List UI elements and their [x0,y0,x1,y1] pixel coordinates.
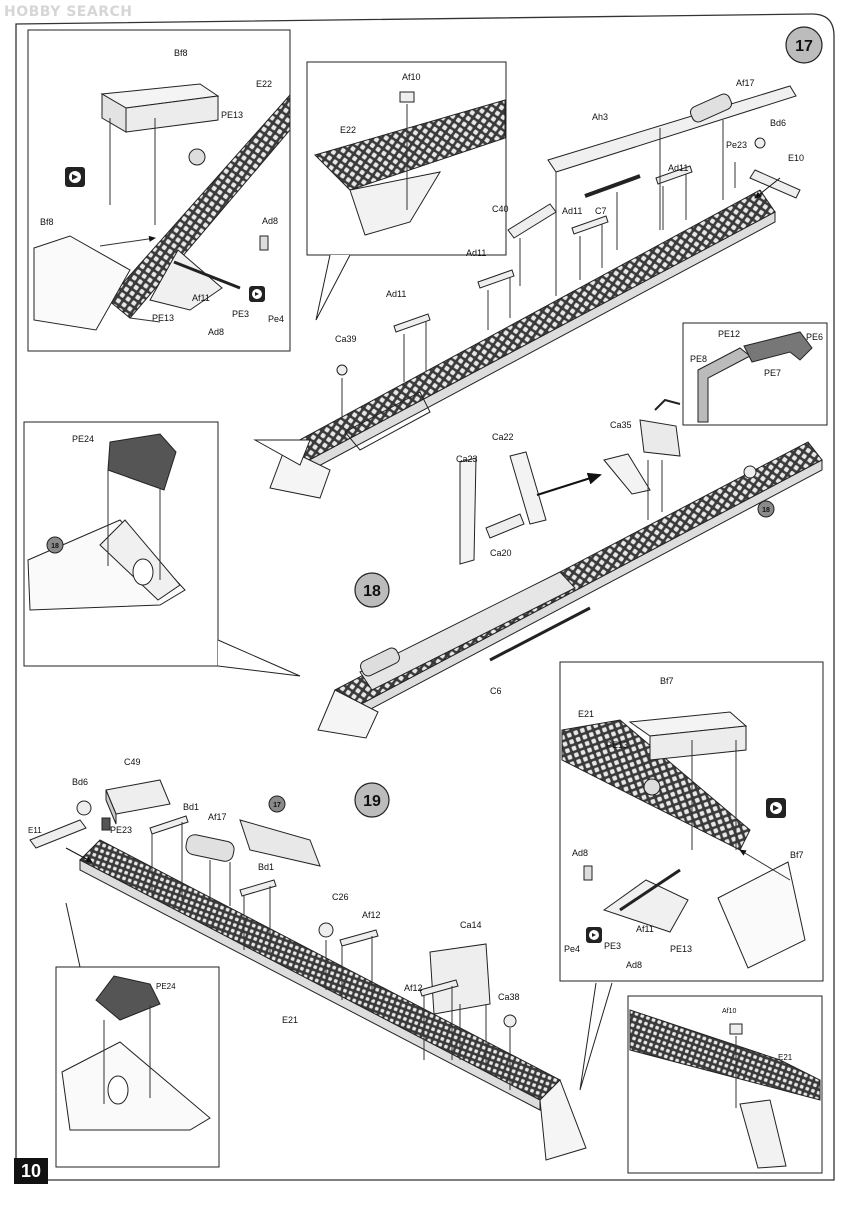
part-label: Ca35 [610,420,632,430]
part-label: Pe4 [564,944,580,954]
part-label: Ad11 [668,163,688,173]
part-label: PE13 [221,110,243,120]
ref-17-bubble [268,795,286,813]
part-label: Pe4 [268,314,284,324]
part-label: PE8 [690,354,707,364]
part-label: Ad8 [262,216,278,226]
part-label: PE13 [152,313,174,323]
part-label: PE6 [806,332,823,342]
part-label: E10 [788,153,804,163]
part-label: Ad11 [562,206,582,216]
page-frame [15,13,835,1181]
part-label: Bf8 [40,217,54,227]
inset-19-bottom-right [627,995,823,1174]
flip-over-icon [65,167,85,187]
part-label: C6 [490,686,502,696]
ref-17-text: 17 [273,802,281,809]
part-label: C40 [492,204,509,214]
step-18-badge [354,572,390,608]
part-label: PE13 [670,944,692,954]
step-19-number: 19 [363,793,381,810]
part-label: C26 [332,892,349,902]
part-label: Af17 [736,78,755,88]
part-label: Af10 [402,72,421,82]
part-label: Bf8 [174,48,188,58]
inset-17-middle [306,61,507,321]
part-label: Ad8 [208,327,224,337]
part-label: Bf7 [660,676,674,686]
ref-18-text-a: 18 [51,543,59,550]
part-label: PE7 [764,368,781,378]
part-label: C7 [595,206,607,216]
step-17-badge [785,26,823,64]
part-label: Bd1 [183,802,199,812]
part-label: PE13 [606,740,628,750]
flip-over-icon [766,798,786,818]
part-label: Bd6 [72,777,88,787]
step-17-number: 17 [795,38,813,55]
part-label: Ad8 [572,848,588,858]
part-label: Af11 [636,924,654,934]
inset-pe-parts [682,322,828,426]
part-label: PE23 [110,825,132,835]
page-number: 10 [14,1158,48,1184]
part-label: Af12 [362,910,381,920]
part-label: E21 [578,709,594,719]
ref-18-bubble-a [46,536,64,554]
ref-18-text-b: 18 [762,507,770,514]
part-label: C49 [124,757,141,767]
part-label: Af10 [722,1008,737,1015]
part-label: Ah3 [592,112,608,122]
part-label: PE24 [156,982,176,991]
part-label: E22 [340,125,356,135]
part-label: Af17 [208,812,227,822]
part-label: Ca14 [460,920,482,930]
part-label: E21 [778,1053,793,1062]
deck-19 [29,779,587,1161]
part-label: PE12 [718,329,740,339]
flip-over-icon [249,286,265,302]
deck-17 [253,85,801,499]
part-label: Ca22 [492,432,514,442]
deck-18 [317,398,823,739]
part-label: Ca23 [456,454,478,464]
part-label: Bd1 [258,862,274,872]
part-label: Ca38 [498,992,520,1002]
part-label: Ad11 [386,289,406,299]
part-label: Pe23 [726,140,747,150]
step-19-badge [354,782,390,818]
inset-19-left [55,902,220,1168]
part-label: E11 [28,826,42,835]
part-label: Bf7 [790,850,804,860]
part-label: E21 [282,1015,298,1025]
part-label: PE3 [604,941,621,951]
step-18-number: 18 [363,583,381,600]
part-label: Ad8 [626,960,642,970]
inset-18-left [23,421,301,677]
part-label: PE3 [232,309,249,319]
watermark: HOBBY SEARCH [4,4,133,20]
ref-18-bubble-b [757,500,775,518]
part-label: Ad11 [466,248,486,258]
inset-19-right [559,661,824,1091]
part-label: Af11 [192,293,210,303]
part-label: Ca20 [490,548,512,558]
part-label: Af12 [404,983,423,993]
part-label: Bd6 [770,118,786,128]
part-label: E22 [256,79,272,89]
part-label: Ca39 [335,334,357,344]
part-label: PE24 [72,434,94,444]
inset-17-left [27,29,291,352]
flip-over-icon [586,927,602,943]
